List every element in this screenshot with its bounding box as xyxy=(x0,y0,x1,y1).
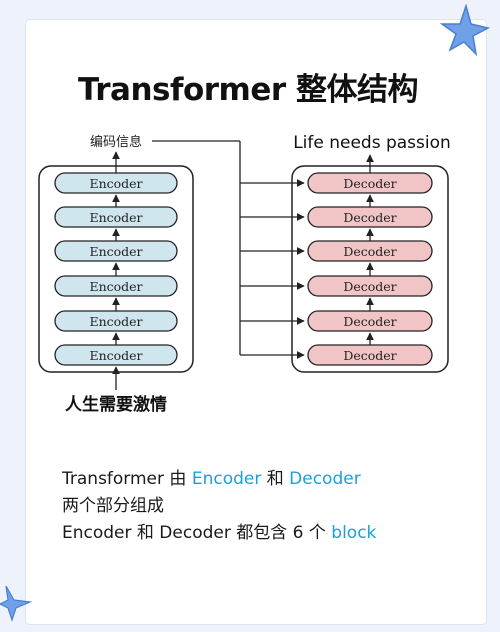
encoder-block: Encoder xyxy=(54,310,178,332)
encoder-block: Encoder xyxy=(54,240,178,262)
encoder-block: Encoder xyxy=(54,344,178,366)
caption-text: Encoder 和 Decoder 都包含 6 个 xyxy=(62,523,332,543)
caption-highlight-block: block xyxy=(331,523,377,543)
caption-line-2: 两个部分组成 xyxy=(62,496,164,516)
star-decoration-top-right xyxy=(439,3,491,57)
encoded-info-connectors xyxy=(152,140,305,359)
svg-text:Decoder: Decoder xyxy=(343,176,396,191)
caption-highlight-encoder: Encoder xyxy=(191,469,262,489)
svg-text:Encoder: Encoder xyxy=(89,314,142,329)
page-title: Transformer 整体结构 xyxy=(78,72,418,108)
decoder-block: Decoder xyxy=(307,206,433,228)
encoder-input-label: 人生需要激情 xyxy=(65,394,167,415)
decoder-block: Decoder xyxy=(307,310,433,332)
decoder-block: Decoder xyxy=(307,275,433,297)
svg-text:Decoder: Decoder xyxy=(343,314,396,329)
svg-text:Encoder: Encoder xyxy=(89,176,142,191)
decoder-block: Decoder xyxy=(307,344,433,366)
decoder-block: Decoder xyxy=(307,172,433,194)
caption: Transformer 由 Encoder 和 Decoder 两个部分组成 E… xyxy=(62,466,462,547)
decoder-block: Decoder xyxy=(307,240,433,262)
svg-text:Encoder: Encoder xyxy=(89,348,142,363)
caption-text: Transformer 由 xyxy=(62,469,192,489)
caption-line-1: Transformer 由 Encoder 和 Decoder xyxy=(62,466,462,493)
svg-text:Encoder: Encoder xyxy=(89,244,142,259)
encoder-block: Encoder xyxy=(54,206,178,228)
svg-text:Decoder: Decoder xyxy=(343,279,396,294)
encoder-output-label: 编码信息 xyxy=(90,134,142,150)
transformer-diagram: Encoder Encoder Encoder Encoder Encoder … xyxy=(38,133,451,415)
svg-text:Decoder: Decoder xyxy=(343,210,396,225)
caption-line-3: Encoder 和 Decoder 都包含 6 个 block xyxy=(62,520,462,547)
decoder-output-label: Life needs passion xyxy=(293,133,451,153)
svg-text:Encoder: Encoder xyxy=(89,210,142,225)
encoder-block: Encoder xyxy=(54,172,178,194)
svg-text:Encoder: Encoder xyxy=(89,279,142,294)
caption-highlight-decoder: Decoder xyxy=(289,469,361,489)
star-decoration-bottom-left xyxy=(0,585,33,622)
svg-text:Decoder: Decoder xyxy=(343,244,396,259)
encoder-block: Encoder xyxy=(54,275,178,297)
svg-text:Decoder: Decoder xyxy=(343,348,396,363)
caption-text: 和 xyxy=(261,469,290,489)
